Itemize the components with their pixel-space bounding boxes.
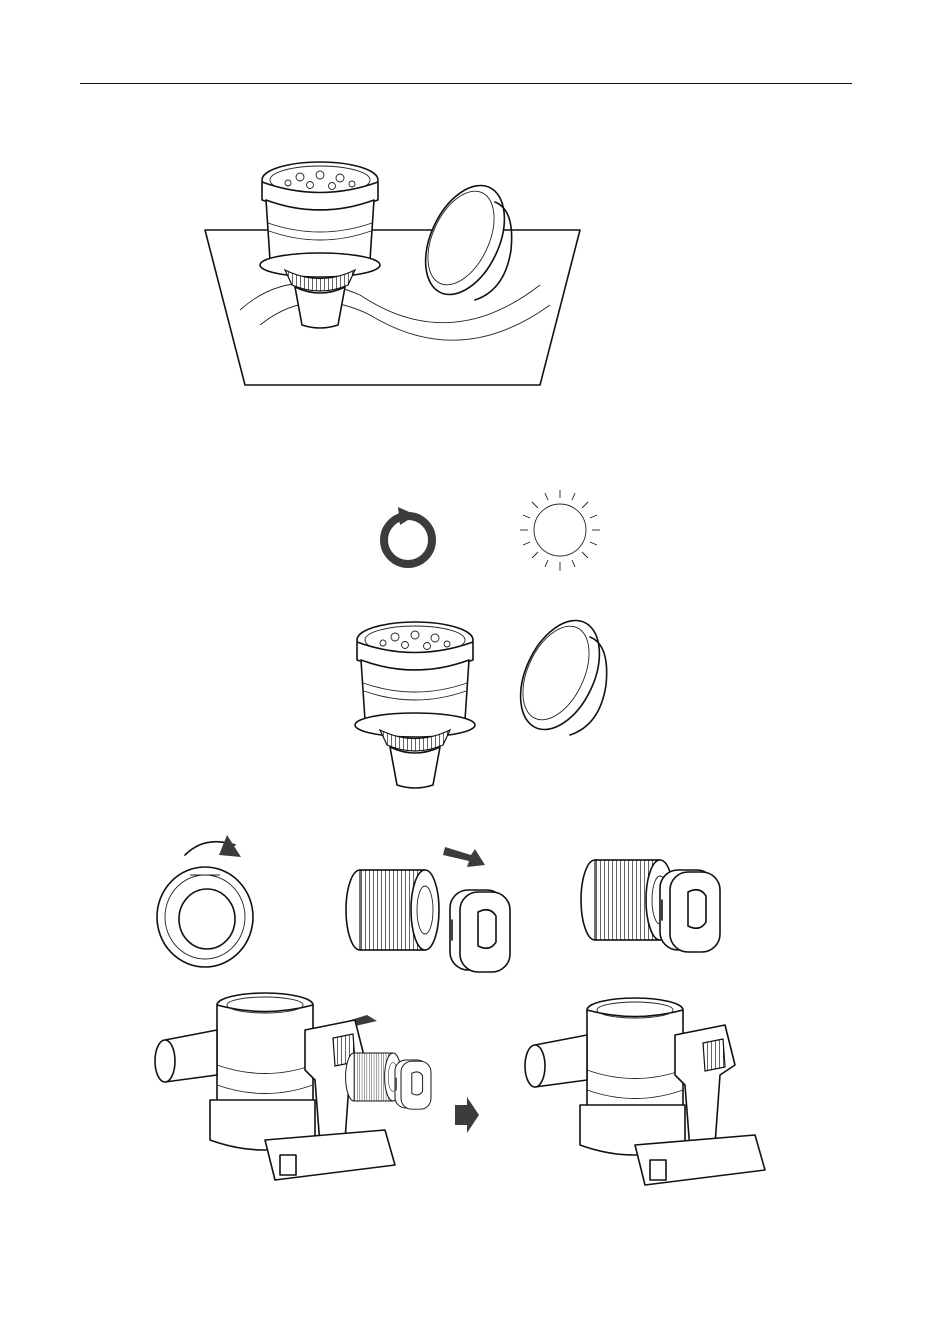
reassemble-figure: [155, 835, 755, 1205]
filter-seal-ring: [410, 173, 521, 307]
washing-basin-icon: [205, 230, 580, 385]
pull-arrow-icon: [443, 847, 485, 867]
filter-seal-ring: [505, 608, 616, 742]
sun-icon: [520, 490, 600, 571]
dry-figure: [340, 485, 620, 760]
mini-filter: [346, 1053, 431, 1109]
rotate-icon: [384, 507, 432, 564]
filter-cap: [450, 890, 510, 972]
assembled-filter: [581, 860, 720, 952]
seal-ring-front: [157, 867, 253, 967]
rotate-arrow-icon: [185, 835, 241, 857]
filter-assembly: [355, 600, 475, 788]
vacuum-assembled: [525, 998, 765, 1185]
header-rule: [80, 83, 852, 84]
filter-assembly: [260, 140, 380, 328]
next-arrow-icon: [455, 1097, 479, 1133]
hepa-filter: [346, 870, 439, 950]
wash-figure: [200, 125, 590, 390]
